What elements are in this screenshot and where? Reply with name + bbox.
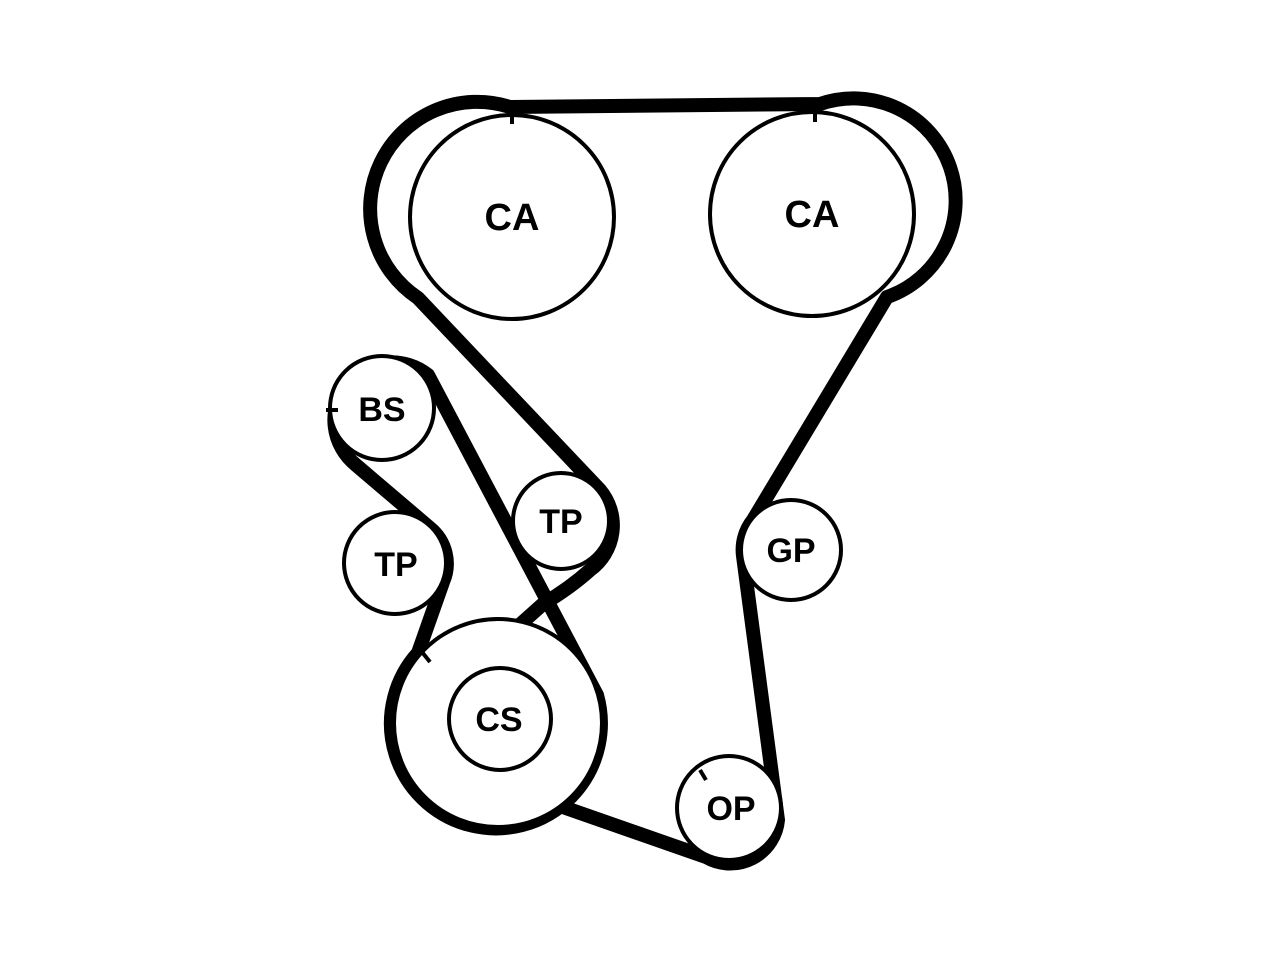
tensioner-pulley-lower: TP [342,510,448,616]
crankshaft-label: CS [475,701,522,739]
camshaft-left-label: CA [485,197,540,239]
guide-pulley-label: GP [766,532,815,570]
crank-sprocket-timing-mark [420,650,432,664]
oil-pump-pulley: OP [675,754,783,862]
tensioner-upper-label: TP [539,503,582,541]
guide-pulley: GP [739,498,843,602]
balance-shaft-pulley: BS [326,354,436,462]
tensioner-pulley-upper: TP [511,471,611,571]
camshaft-pulley-right: CA [708,110,916,318]
camshaft-pulley-left: CA [408,112,616,321]
camshaft-right-label: CA [785,194,840,236]
oil-pump-label: OP [706,790,755,828]
balance-shaft-label: BS [358,391,405,429]
tensioner-lower-label: TP [374,546,417,584]
crankshaft-pulley: CS [447,666,553,772]
